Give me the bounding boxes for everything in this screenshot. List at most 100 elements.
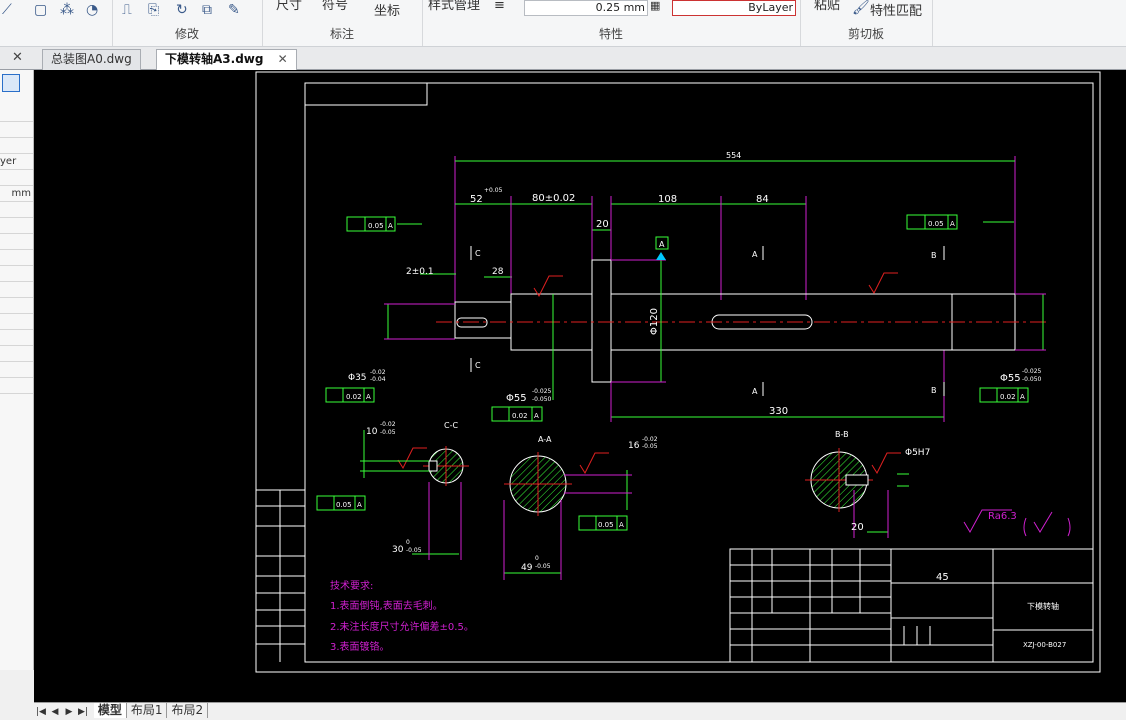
- rotate-icon[interactable]: ↻: [176, 2, 188, 18]
- ribbon-group-modify: ⟋ ▢ ⁂ ◔ 修改: [0, 0, 199, 46]
- datum-triangle: [656, 252, 666, 260]
- bb-dim-phi5: Φ5H7: [905, 448, 930, 458]
- tol-frame-5-datum: A: [1020, 393, 1025, 401]
- offset-icon[interactable]: ◔: [86, 2, 99, 18]
- cc-dim-10-up: -0.02: [380, 421, 396, 428]
- paste-button[interactable]: 粘贴: [814, 0, 841, 13]
- roughness-check-symbol: [1023, 511, 1071, 537]
- quick-select-icon[interactable]: [2, 74, 20, 92]
- move-icon[interactable]: ⟋: [2, 2, 12, 18]
- aa-dim-49-up: 0: [535, 555, 539, 562]
- cut-label-b2: B: [931, 386, 937, 395]
- dim-52: 52: [470, 194, 483, 205]
- last-layout-icon[interactable]: ▶|: [78, 707, 88, 717]
- ribbon-group-label: 标注: [329, 27, 354, 41]
- close-tab-icon[interactable]: ✕: [277, 52, 288, 66]
- ribbon-group-label: 特性: [598, 27, 623, 41]
- diameter-extension-lines: [384, 259, 1046, 383]
- dim-phi55b-low: -0.050: [1022, 376, 1042, 383]
- shaft-outline: [454, 259, 1016, 383]
- linetype-icon[interactable]: ≡: [494, 0, 505, 13]
- ribbon-group-label: 剪切板: [847, 27, 884, 41]
- dim-2: 2±0.1: [406, 267, 434, 277]
- cut-label-b1: B: [931, 251, 937, 260]
- prev-layout-icon[interactable]: ◀: [51, 707, 59, 717]
- rectangle-icon[interactable]: ▢: [34, 2, 48, 18]
- dim-phi55b: Φ55: [1000, 373, 1021, 384]
- drawing-frame: [304, 82, 1094, 663]
- match-properties-button[interactable]: 特性匹配: [870, 4, 923, 19]
- cut-label-c1: C: [475, 249, 481, 258]
- tol-frame-7-datum: A: [619, 521, 624, 529]
- dim-phi55a-up: -0.025: [532, 388, 552, 395]
- upper-extension-lines: [510, 196, 945, 422]
- dim-phi120: Φ120: [649, 308, 660, 335]
- aa-dim-16-low: -0.05: [642, 443, 658, 450]
- tol-frame-5-value: 0.02: [1000, 393, 1016, 401]
- tolerance-frames: [316, 214, 1029, 531]
- tech-req-line3: 3.表面镀铬。: [330, 640, 390, 653]
- dim-108: 108: [658, 194, 677, 205]
- side-strip: [256, 489, 305, 662]
- section-aa: [504, 452, 572, 516]
- dim-phi55a-low: -0.050: [532, 396, 552, 403]
- layer-field[interactable]: yer: [0, 154, 33, 170]
- cut-label-a1: A: [752, 250, 758, 259]
- dim-phi55b-up: -0.025: [1022, 368, 1042, 375]
- ribbon-group-clipboard: 粘贴 🖌 特性匹配 剪切板: [800, 0, 933, 46]
- title-part-name: 下模转轴: [1027, 601, 1059, 611]
- dim-28: 28: [492, 267, 504, 277]
- diameter-dim-lines: [387, 260, 1044, 400]
- dimension-button[interactable]: 尺寸: [276, 0, 303, 13]
- cad-drawing[interactable]: 554 52 +0.05 80±0.02 108 84 20 2±0.1 28 …: [34, 70, 1126, 702]
- match-properties-icon[interactable]: 🖌: [852, 0, 870, 16]
- lineweight-select[interactable]: 0.25 mm: [524, 0, 648, 16]
- tol-frame-6-datum: A: [357, 501, 362, 509]
- ribbon-group-properties: 样式管理 ≡ 0.25 mm ▦ ByLayer 特性: [422, 0, 801, 46]
- panel-close-icon[interactable]: ✕: [12, 50, 23, 65]
- cut-label-c2: C: [475, 361, 481, 370]
- tol-frame-2-value: 0.05: [928, 220, 944, 228]
- next-layout-icon[interactable]: ▶: [65, 707, 73, 717]
- trim-icon[interactable]: ⎍: [122, 2, 132, 18]
- tab-layout2[interactable]: 布局2: [167, 703, 209, 718]
- dim-phi35-up: -0.02: [370, 369, 386, 376]
- dim-52-tol: +0.05: [484, 187, 503, 194]
- bb-dim-20: 20: [851, 522, 864, 533]
- section-bb-label: B-B: [835, 430, 849, 439]
- dim-20: 20: [596, 219, 609, 230]
- general-roughness-value: Ra6.3: [988, 511, 1017, 522]
- tol-frame-3-value: 0.02: [346, 393, 362, 401]
- section-cc: [423, 446, 469, 486]
- coordinate-button[interactable]: 坐标: [374, 4, 401, 19]
- tab-model[interactable]: 模型: [93, 703, 127, 718]
- unit-field[interactable]: mm: [0, 186, 33, 202]
- first-layout-icon[interactable]: |◀: [36, 707, 46, 717]
- symbol-button[interactable]: 符号: [322, 0, 349, 13]
- tab-assembly-drawing[interactable]: 总装图A0.dwg: [42, 49, 141, 70]
- stretch-icon[interactable]: ⎘: [148, 2, 160, 18]
- array-icon[interactable]: ⁂: [60, 2, 74, 18]
- ribbon-group-label: 修改: [174, 27, 199, 41]
- copy-icon[interactable]: ⧉: [202, 2, 212, 18]
- datum-a-box-label: A: [659, 240, 665, 249]
- tech-req-line1: 1.表面倒钝,表面去毛刺。: [330, 599, 443, 612]
- drawing-canvas[interactable]: 554 52 +0.05 80±0.02 108 84 20 2±0.1 28 …: [34, 70, 1126, 702]
- dim-overall: 554: [726, 151, 741, 160]
- section-extension-lines: [428, 474, 889, 580]
- tab-lower-die-shaft[interactable]: 下模转轴A3.dwg ✕: [156, 49, 297, 70]
- general-roughness-symbol: [963, 509, 1012, 534]
- cut-label-a2: A: [752, 387, 758, 396]
- layer-grid-icon: ▦: [650, 0, 661, 12]
- style-manager-button[interactable]: 样式管理: [428, 0, 481, 13]
- document-tab-bar: ✕ 总装图A0.dwg 下模转轴A3.dwg ✕: [0, 47, 1126, 70]
- layer-color-select[interactable]: ByLayer: [672, 0, 796, 16]
- edit-icon[interactable]: ✎: [228, 2, 240, 18]
- tab-layout1[interactable]: 布局1: [127, 703, 168, 718]
- tol-frame-1-value: 0.05: [368, 222, 384, 230]
- section-cc-label: C-C: [444, 421, 458, 430]
- ribbon-group-dimension: 尺寸 符号 坐标 标注: [262, 0, 423, 46]
- aa-dim-49-low: -0.05: [535, 563, 551, 570]
- section-dim-lines: [360, 430, 909, 574]
